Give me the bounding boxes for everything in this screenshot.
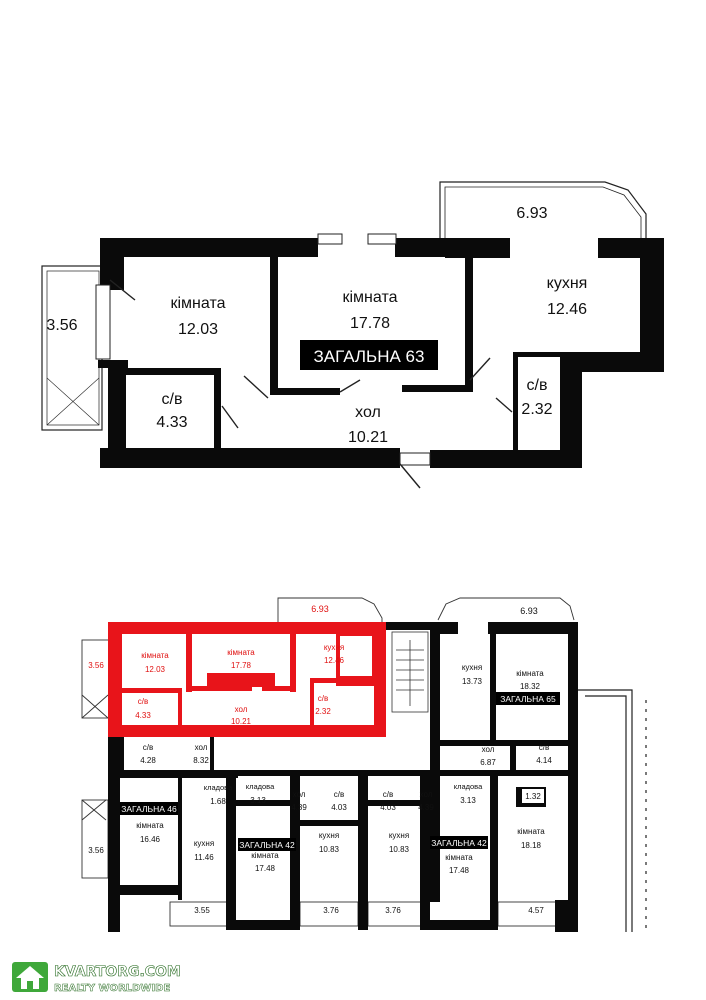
top-total-label: ЗАГАЛЬНА 63 xyxy=(314,347,425,366)
watermark-line1: KVARTORG.COM xyxy=(54,964,181,980)
top-hall-area: 10.21 xyxy=(348,429,388,446)
top-windows xyxy=(95,233,431,466)
balcony-left-outline xyxy=(41,265,103,431)
fl-total-65: ЗАГАЛЬНА 65 xyxy=(500,694,556,704)
fl-sv1-area: 4.33 xyxy=(135,711,151,720)
fl-hol4-area: 4.39 xyxy=(291,803,307,812)
floor-plan: 6.93 6.93 кімната 12.03 кімната 17.78 ку… xyxy=(81,597,647,932)
fl-small-132: 1.32 xyxy=(525,792,541,801)
fl-balcony-left2: 3.56 xyxy=(88,846,104,855)
fl-bot-376a: 3.76 xyxy=(323,906,339,915)
fl-r42a-name: кімната xyxy=(251,851,279,860)
fl-total-42a-badge xyxy=(238,838,296,851)
fl-sv5-name: с/в xyxy=(334,790,344,799)
fl-hol3-name: хол xyxy=(482,745,495,754)
fl-hol-name: хол xyxy=(235,705,248,714)
fl-sv2-name: с/в xyxy=(318,694,328,703)
top-hall-name: хол xyxy=(355,404,381,421)
top-doors xyxy=(109,279,513,489)
fl-k5-name: кухня xyxy=(389,831,409,840)
fl-kl2-area: 3.13 xyxy=(250,796,266,805)
fl-hol2-name: хол xyxy=(195,743,208,752)
fl-kl1-name: кладова xyxy=(204,783,233,792)
fl-r3-name: кімната xyxy=(517,827,545,836)
fl-hol2-area: 8.32 xyxy=(193,756,209,765)
top-walls xyxy=(98,238,664,468)
stair-core xyxy=(391,631,429,713)
fl-r42b-name: кімната xyxy=(445,853,473,862)
fl-r42b-area: 17.48 xyxy=(449,866,470,875)
top-bath1-name: с/в xyxy=(162,391,183,408)
fl-k2-name: кухня xyxy=(462,663,482,672)
fl-kl2-name: кладова xyxy=(246,782,275,791)
fl-hol3-area: 6.87 xyxy=(480,758,496,767)
fl-sv6-name: с/в xyxy=(383,790,393,799)
fl-sv5-area: 4.03 xyxy=(331,803,347,812)
fl-k3-area: 11.46 xyxy=(194,853,214,862)
fl-kl3-area: 3.13 xyxy=(460,796,476,805)
top-room1-area: 12.03 xyxy=(178,321,218,338)
fl-sv2-area: 2.32 xyxy=(315,707,331,716)
watermark: KVARTORG.COM REALTY WORLDWIDE xyxy=(12,962,181,994)
fl-balcony-left: 3.56 xyxy=(88,661,104,670)
fl-r46-name: кімната xyxy=(136,821,164,830)
fl-r1-name: кімната xyxy=(141,651,169,660)
fl-balcony-top-b: 6.93 xyxy=(520,606,538,616)
fl-k4-area: 10.83 xyxy=(319,845,340,854)
fl-r65-name: кімната xyxy=(516,669,544,678)
fl-k5-area: 10.83 xyxy=(389,845,410,854)
fl-r1-area: 12.03 xyxy=(145,665,166,674)
fl-sv4-name: с/в xyxy=(539,743,549,752)
fl-sv1-name: с/в xyxy=(138,697,148,706)
fl-r2-name: кімната xyxy=(227,648,255,657)
top-kitchen-area: 12.46 xyxy=(547,301,587,318)
fl-r42a-area: 17.48 xyxy=(255,864,276,873)
top-balcony-left-area: 3.56 xyxy=(46,317,77,334)
fl-sv3-name: с/в xyxy=(143,743,153,752)
top-total-badge xyxy=(300,340,438,370)
fl-total-46-badge xyxy=(120,802,178,815)
adjacent-building xyxy=(578,689,647,932)
fl-r2-area: 17.78 xyxy=(231,661,252,670)
fl-total-42a: ЗАГАЛЬНА 42 xyxy=(239,840,295,850)
fl-bot-457: 4.57 xyxy=(528,906,544,915)
fl-total-42b-badge xyxy=(430,836,488,849)
fl-k4-name: кухня xyxy=(319,831,339,840)
fl-kl3-name: кладова xyxy=(454,782,483,791)
watermark-line2: REALTY WORLDWIDE xyxy=(54,983,170,994)
fl-k-name: кухня xyxy=(324,643,344,652)
top-room2-area: 17.78 xyxy=(350,315,390,332)
top-kitchen-name: кухня xyxy=(547,275,588,292)
fl-total-46: ЗАГАЛЬНА 46 xyxy=(121,804,177,814)
fl-hol5-area: 4.39 xyxy=(418,803,434,812)
fl-hol4-name: хол xyxy=(293,790,306,799)
fl-bot-376b: 3.76 xyxy=(385,906,401,915)
fl-sv3-area: 4.28 xyxy=(140,756,156,765)
top-bath2-area: 2.32 xyxy=(521,401,552,418)
fl-kl1-area: 1.68 xyxy=(210,797,226,806)
fl-k3-name: кухня xyxy=(194,839,214,848)
house-icon xyxy=(12,962,48,992)
top-bath2-name: с/в xyxy=(527,377,548,394)
fl-sv4-area: 4.14 xyxy=(536,756,552,765)
fl-r3-area: 18.18 xyxy=(521,841,542,850)
fl-hol5-name: хол xyxy=(420,790,433,799)
fl-k2-area: 13.73 xyxy=(462,677,483,686)
fl-balcony-top-a: 6.93 xyxy=(311,604,329,614)
fl-r65-area: 18.32 xyxy=(520,682,541,691)
fl-r46-area: 16.46 xyxy=(140,835,161,844)
top-plan: 3.56 кімната 12.03 кімната 17.78 кухня 1… xyxy=(41,181,664,489)
fl-sv6-area: 4.03 xyxy=(380,803,396,812)
balcony-top-outline xyxy=(439,181,647,240)
fl-total-42b: ЗАГАЛЬНА 42 xyxy=(431,838,487,848)
top-bath1-area: 4.33 xyxy=(156,414,187,431)
fl-k-area: 12.46 xyxy=(324,656,345,665)
top-balcony-top-area: 6.93 xyxy=(516,205,547,222)
fl-hol-area: 10.21 xyxy=(231,717,252,726)
fl-total-65-badge xyxy=(496,692,560,705)
top-room2-name: кімната xyxy=(343,289,398,306)
fl-bot-355: 3.55 xyxy=(194,906,210,915)
top-room1-name: кімната xyxy=(171,295,226,312)
